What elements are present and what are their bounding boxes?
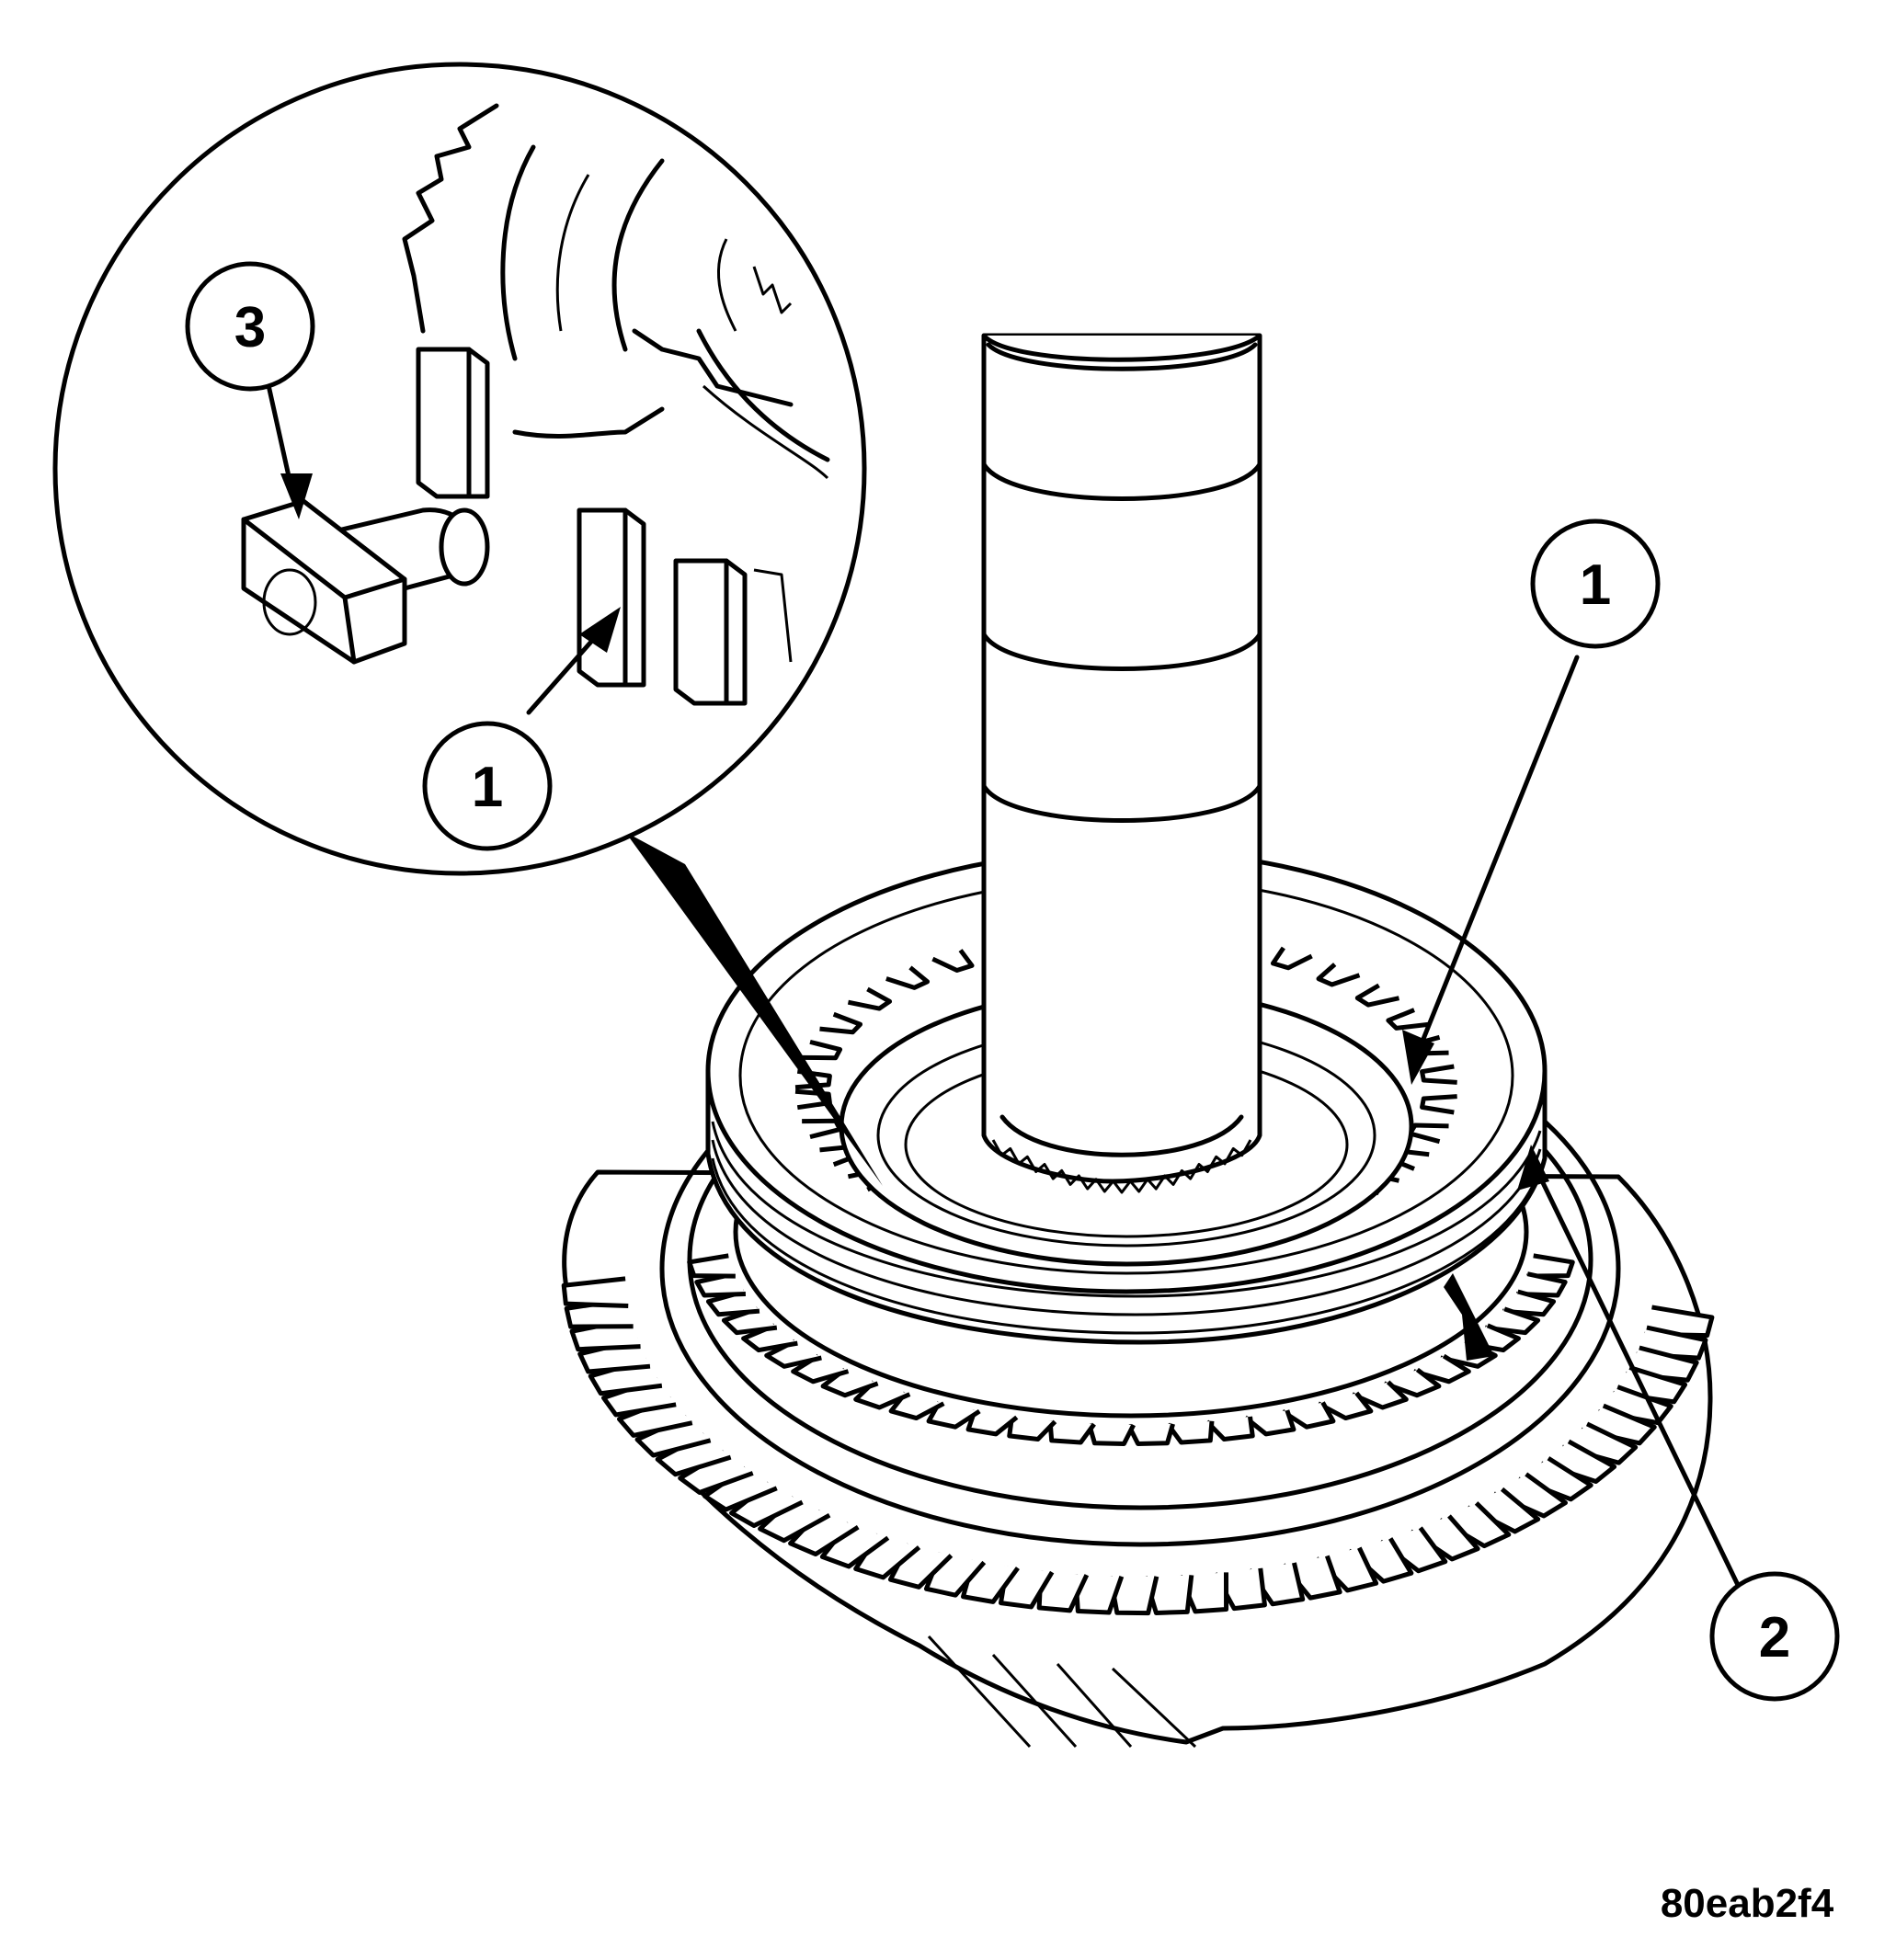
tooth [1354,983,1400,1008]
tooth [1007,1416,1057,1442]
tooth [1126,1423,1175,1446]
tooth [847,986,893,1011]
callout-label: 3 [234,296,266,359]
callout-main-2: 2 [1709,1571,1840,1702]
tooth [926,1401,981,1430]
tooth [1484,1306,1541,1336]
tooth [965,1409,1019,1437]
tooth [1420,1094,1457,1115]
tooth [1502,1289,1557,1317]
inset-pointer [625,832,883,1186]
tooth [1317,1391,1374,1421]
tooth [1205,1416,1255,1442]
tooth [888,1391,945,1421]
tooth [802,1118,843,1140]
tooth [1383,1367,1442,1398]
tooth [802,1039,843,1061]
tooth [687,1253,736,1279]
tooth [1316,963,1361,987]
callout-inset-3: 3 [185,261,315,392]
tooth [1281,1401,1336,1430]
callout-label: 1 [472,756,503,819]
tooth [1243,1409,1296,1437]
tooth [1386,1008,1430,1031]
mainshaft [981,333,1262,1194]
tooth [819,1011,863,1035]
tooth [1270,946,1313,971]
gear-teeth [561,1276,1715,1616]
callout-label: 1 [1580,553,1611,617]
tooth [885,965,931,990]
tooth [931,949,975,973]
tooth [1420,1064,1457,1085]
shaft-spline [991,1139,1252,1194]
tooth [1047,1420,1096,1445]
tooth [1087,1423,1136,1446]
figure-id: 80eab2f4 [1661,1881,1834,1926]
synchronizer-assembly [687,848,1575,1446]
tooth [1351,1380,1409,1410]
callout-main-1: 1 [1530,518,1661,649]
callout-label: 2 [1759,1606,1790,1669]
small-arrow [1444,1273,1494,1361]
leader-arrows [264,374,1754,1616]
tooth [561,1276,629,1309]
tooth [1166,1420,1215,1445]
callout-inset-1: 1 [422,721,553,851]
